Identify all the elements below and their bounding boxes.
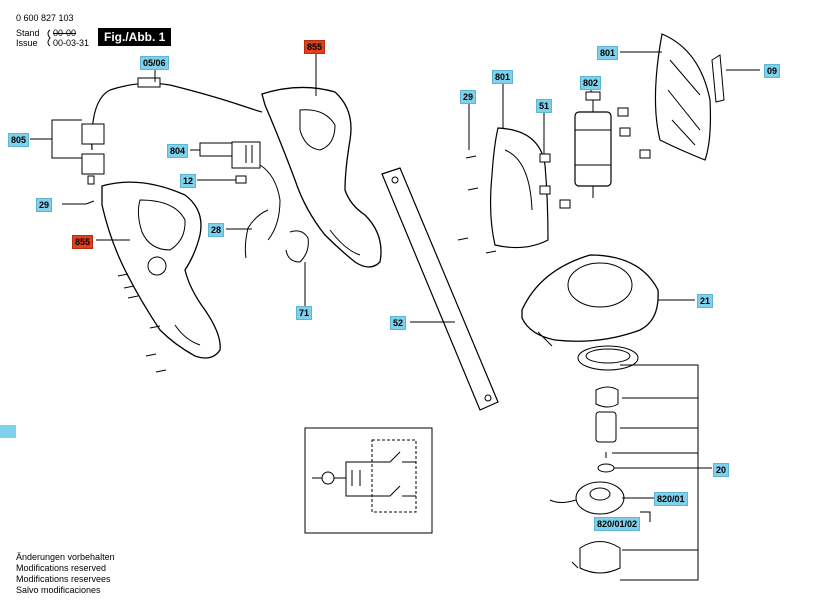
part-label-28: 28 [208,223,225,237]
part-label-71: 71 [296,306,313,320]
figure-title: Fig./Abb. 1 [98,28,172,46]
reference-bracket [612,364,712,581]
note-fr: Modifications reservees [16,574,111,584]
note-de: Änderungen vorbehalten [16,552,115,562]
issue-value: 00-03-31 [53,38,90,48]
shaft-tube [381,167,499,411]
screw-set-middle [457,155,497,254]
handle-housing-right [261,86,382,268]
spring-clip [285,230,309,263]
part-label-820-01-02: 820/01/02 [594,517,641,531]
stand-label: Stand [16,28,40,38]
part-label-801-right: 801 [597,46,619,60]
part-label-804: 804 [167,144,189,158]
part-label-805: 805 [8,133,30,147]
cable-clamp [81,123,105,185]
part-label-12: 12 [180,174,197,188]
switch-assembly [231,141,281,259]
motor-housing-left [489,127,549,249]
issue-label: Issue [16,38,38,48]
note-en: Modifications reserved [16,563,107,573]
part-label-820-01: 820/01 [654,492,688,506]
part-label-05-06: 05/06 [140,56,169,70]
part-label-09: 09 [764,64,781,78]
note-es: Salvo modificaciones [16,585,101,595]
grass-guard [521,254,659,347]
part-label-21: 21 [697,294,714,308]
part-label-801-left: 801 [492,70,514,84]
part-label-29-middle: 29 [460,90,477,104]
modification-notes: Änderungen vorbehalten Modifications res… [16,552,115,596]
stand-value: 00-00 [53,28,77,38]
spool-assembly [549,345,639,574]
motor [574,91,612,198]
screw-set-left [85,200,167,373]
part-label-29-left: 29 [36,198,53,212]
part-label-855-right: 855 [304,40,326,54]
motor-housing-right [654,33,712,161]
carbon-brush-set [539,107,651,209]
leader-lines [30,50,760,522]
handle-housing-left [101,181,221,359]
part-label-20: 20 [713,463,730,477]
power-cable [91,77,263,151]
header-brace [47,29,51,47]
wiring-diagram [304,427,433,534]
part-label-855-left: 855 [72,235,94,249]
part-label-802: 802 [580,76,602,90]
part-label-51: 51 [536,99,553,113]
cover-cap [711,54,725,103]
doc-number: 0 600 827 103 [16,13,74,23]
page-tab-marker [0,425,16,438]
part-label-52: 52 [390,316,407,330]
